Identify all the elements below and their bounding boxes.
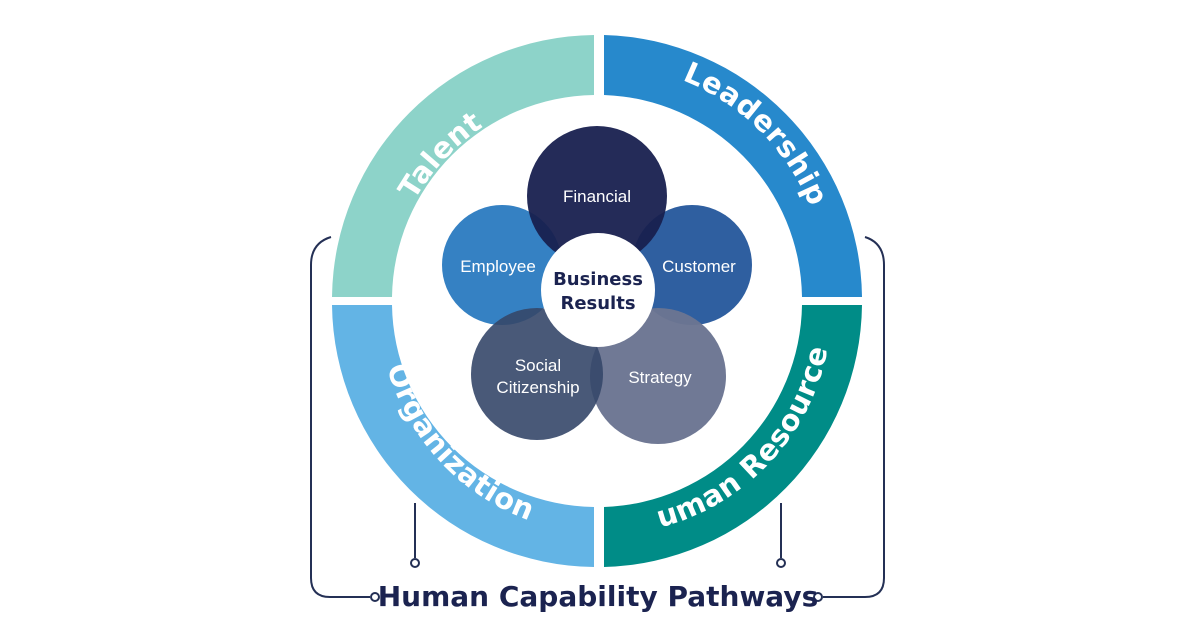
right-connector (776, 503, 786, 568)
customer-label: Customer (662, 257, 736, 276)
diagram-title: Human Capability Pathways (378, 580, 819, 613)
organization-segment (332, 305, 594, 567)
financial-label: Financial (563, 187, 631, 206)
results-label: Results (560, 293, 635, 314)
leadership-segment (604, 35, 862, 297)
strategy-circle (590, 308, 726, 444)
talent-segment (332, 35, 594, 297)
business-label: Business (553, 269, 643, 290)
human-resources-segment (604, 305, 862, 567)
citizenship-label: Citizenship (496, 378, 579, 397)
customer-circle (632, 205, 752, 325)
left-connector (410, 503, 420, 568)
employee-circle (442, 205, 562, 325)
social-citizenship-circle (471, 308, 603, 440)
leadership-label: Leadership (679, 55, 835, 210)
business-results-circle (541, 233, 655, 347)
left-bracket (310, 236, 380, 602)
strategy-label: Strategy (628, 368, 692, 387)
social-label: Social (515, 356, 561, 375)
financial-circle (527, 126, 667, 266)
employee-label: Employee (460, 257, 536, 276)
right-bracket (813, 236, 885, 602)
